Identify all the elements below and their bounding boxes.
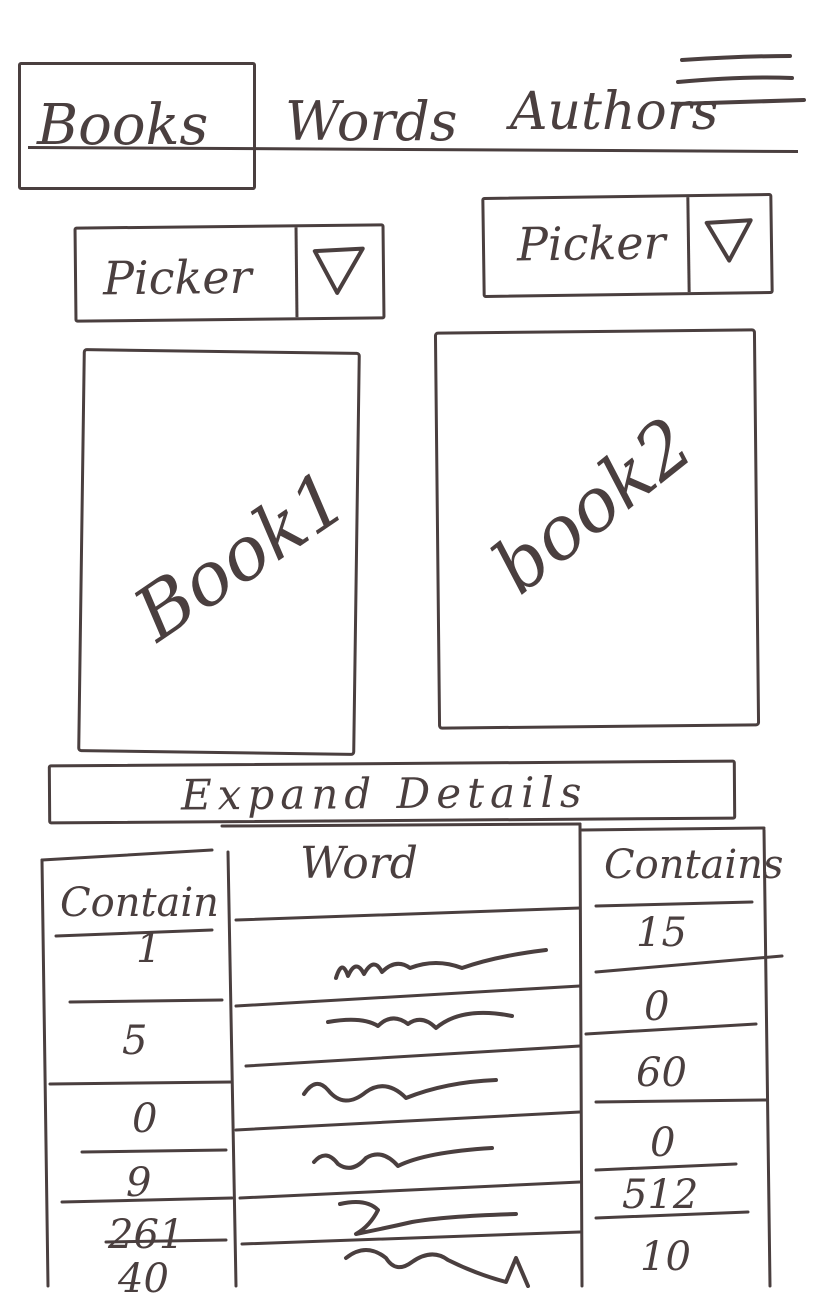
tab-authors[interactable]: Authors: [510, 62, 718, 184]
column-header: Contain: [60, 880, 219, 926]
left-count-cell: 1: [136, 926, 162, 972]
dropdown-triangle-icon[interactable]: [309, 241, 370, 302]
book-1-card[interactable]: Book1: [77, 348, 363, 756]
right-count-cell: 512: [622, 1172, 699, 1218]
tab-words[interactable]: Words: [285, 62, 500, 184]
right-count-cell: 60: [636, 1050, 687, 1096]
word-placeholder-scribble: [334, 948, 548, 980]
left-count-cell: 261: [108, 1212, 185, 1258]
right-count-cell: 0: [644, 984, 670, 1030]
left-count-cell: 0: [132, 1096, 158, 1142]
picker-label: Picker: [516, 215, 666, 272]
tab-books[interactable]: Books: [18, 62, 256, 190]
tab-words-label: Words: [285, 90, 458, 153]
tab-authors-label: Authors: [510, 82, 719, 142]
word-placeholder-scribble: [338, 1200, 518, 1236]
book-2-picker[interactable]: Picker: [481, 192, 774, 299]
table-grid: [40, 822, 784, 1288]
comparison-table: Contain Word Contains 1 5 0 9 261 40 15 …: [36, 820, 796, 1302]
left-count-cell: 9: [126, 1160, 152, 1206]
hamburger-menu-icon[interactable]: [672, 48, 812, 118]
right-count-cell: 10: [640, 1234, 691, 1280]
right-count-cell: 15: [636, 910, 687, 956]
word-placeholder-scribble: [312, 1146, 494, 1170]
column-header: Word: [300, 838, 418, 889]
picker-separator: [294, 227, 299, 318]
left-count-column: Contain: [42, 852, 228, 1292]
word-placeholder-scribble: [302, 1078, 498, 1103]
column-header: Contains: [604, 842, 784, 888]
dropdown-triangle-icon[interactable]: [703, 214, 756, 267]
word-placeholder-scribble: [344, 1248, 530, 1288]
expand-details-button[interactable]: Expand Details: [47, 759, 737, 825]
right-count-column: Contains: [582, 826, 783, 1292]
book-2-card[interactable]: book2: [433, 328, 761, 730]
book-1-label: Book1: [119, 454, 363, 659]
book-2-label: book2: [476, 401, 710, 611]
right-count-cell: 0: [650, 1120, 676, 1166]
word-column: Word: [222, 822, 582, 1292]
word-placeholder-scribble: [326, 1010, 514, 1030]
left-count-cell: 5: [122, 1018, 148, 1064]
picker-label: Picker: [102, 249, 252, 306]
picker-separator: [686, 197, 691, 293]
expand-details-label: Expand Details: [180, 767, 588, 820]
book-1-picker[interactable]: Picker: [73, 223, 386, 323]
left-count-cell: 40: [118, 1256, 169, 1302]
